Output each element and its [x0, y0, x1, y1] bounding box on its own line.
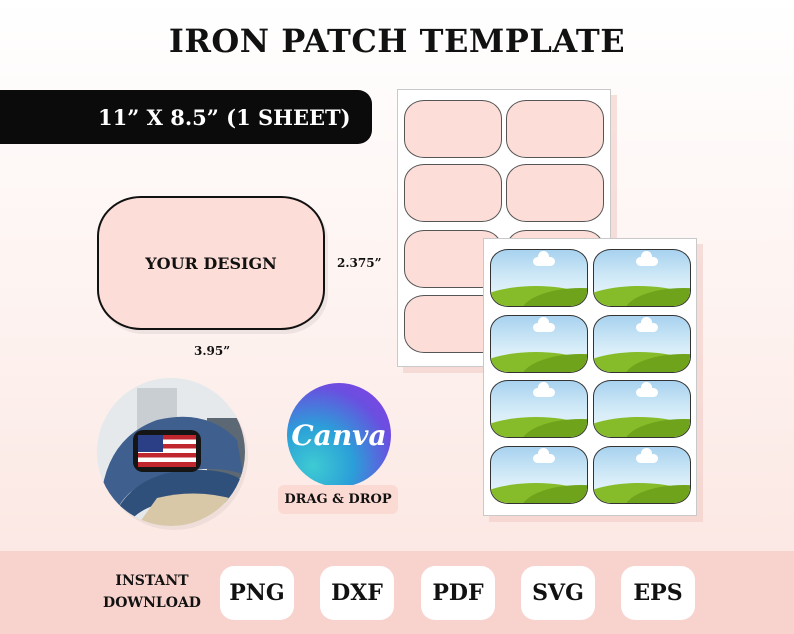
landscape-patch — [490, 315, 588, 373]
patch-width-label: 3.95” — [194, 344, 231, 358]
format-badge-dxf: DXF — [320, 566, 394, 620]
blank-patch — [404, 164, 502, 222]
patch-height-label: 2.375” — [337, 256, 382, 270]
drag-drop-text: DRAG & DROP — [284, 492, 392, 507]
patch-preview-label: YOUR DESIGN — [145, 253, 277, 273]
format-badge-svg: SVG — [521, 566, 595, 620]
landscape-patch — [490, 380, 588, 438]
instant-line: INSTANT — [115, 573, 189, 589]
blank-patch — [404, 100, 502, 158]
template-sheet-filled — [483, 238, 697, 516]
blank-patch — [506, 100, 604, 158]
landscape-patch — [490, 446, 588, 504]
landscape-patch — [593, 446, 691, 504]
page-title: IRON PATCH TEMPLATE — [168, 22, 626, 60]
landscape-patch — [593, 315, 691, 373]
format-badge-pdf: PDF — [421, 566, 495, 620]
canva-logo: Canva — [287, 383, 391, 487]
us-flag-icon — [138, 435, 196, 467]
landscape-patch — [490, 249, 588, 307]
format-badge-png: PNG — [220, 566, 294, 620]
cap-photo — [97, 378, 245, 526]
format-badge-eps: EPS — [621, 566, 695, 620]
landscape-patch — [593, 380, 691, 438]
size-banner-text: 11” X 8.5” (1 SHEET) — [98, 104, 351, 130]
drag-drop-badge: DRAG & DROP — [278, 485, 398, 514]
patch-preview: YOUR DESIGN — [97, 196, 325, 330]
instant-download-label: INSTANT DOWNLOAD — [96, 570, 208, 614]
size-banner: 11” X 8.5” (1 SHEET) — [0, 90, 372, 144]
landscape-patch — [593, 249, 691, 307]
blank-patch — [506, 164, 604, 222]
download-line: DOWNLOAD — [103, 595, 201, 611]
canva-logo-text: Canva — [291, 418, 387, 452]
